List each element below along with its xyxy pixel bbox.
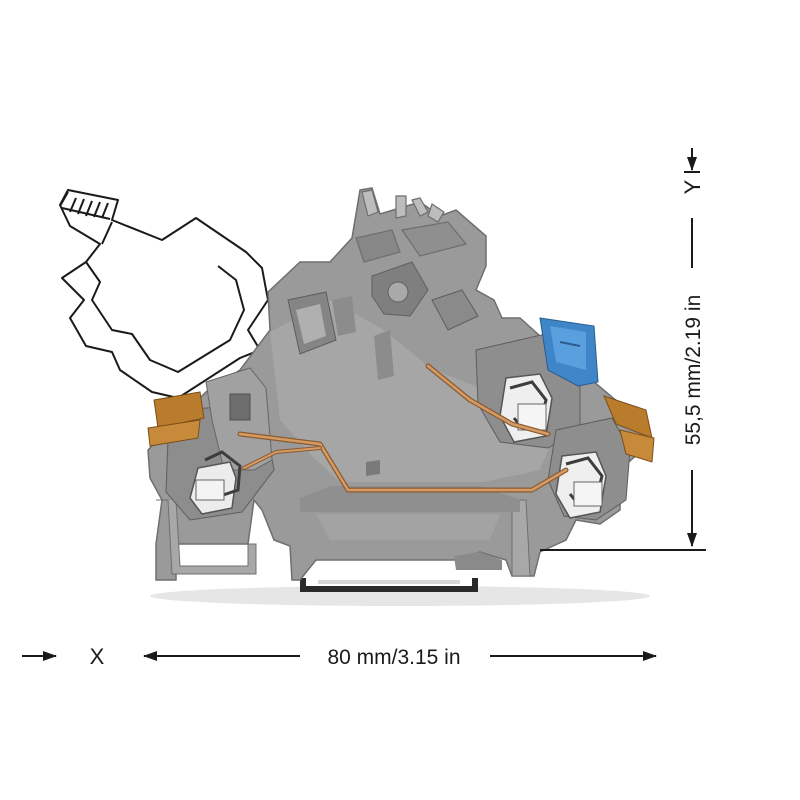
din-rail	[300, 578, 478, 592]
y-axis-label: Y	[680, 179, 705, 194]
x-axis-label: X	[90, 644, 105, 669]
width-label: 80 mm/3.15 in	[327, 646, 460, 669]
floor-shadow	[150, 586, 650, 606]
conductor-bar	[237, 363, 569, 493]
height-dimension	[540, 148, 706, 551]
center-features	[287, 261, 479, 476]
right-marker-carrier	[603, 395, 655, 463]
housing	[147, 187, 643, 581]
jumper-slots	[355, 189, 468, 263]
right-lower-terminal	[547, 417, 631, 521]
left-clamp	[189, 450, 242, 515]
blue-actuator	[539, 317, 599, 387]
height-label: 55,5 mm/2.19 in	[682, 295, 705, 446]
plug-outline	[59, 189, 269, 399]
left-marker-carrier	[147, 391, 205, 447]
